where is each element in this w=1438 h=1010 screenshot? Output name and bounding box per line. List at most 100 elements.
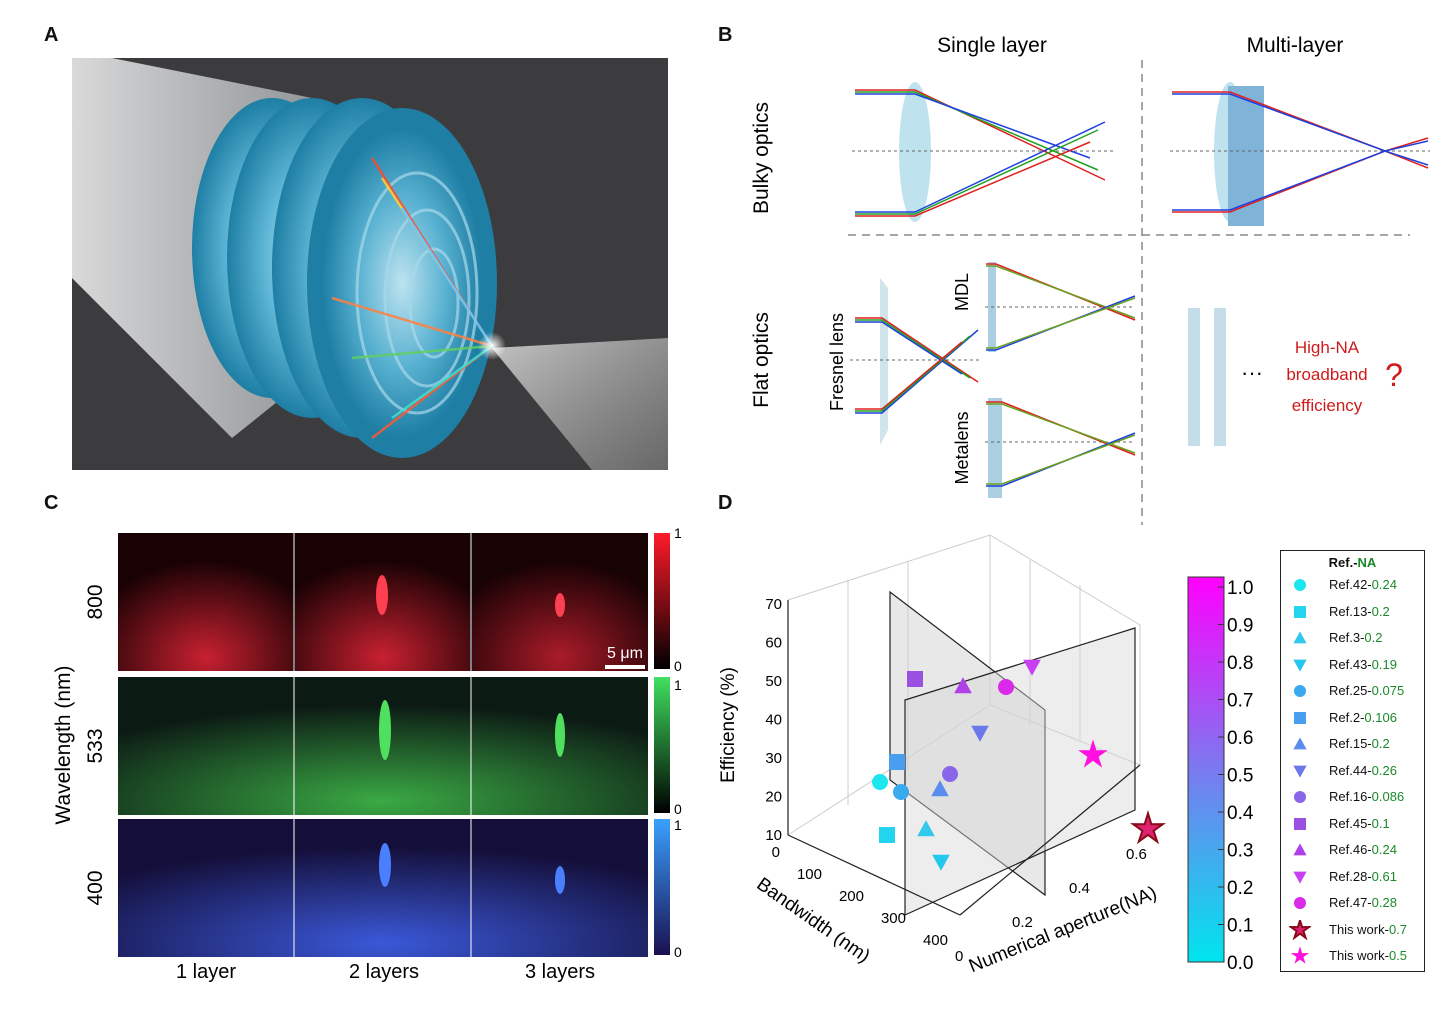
cbar-red-max: 1 <box>674 525 682 541</box>
col-label-2-layers: 2 layers <box>349 961 419 983</box>
field-intensity-maps: 5 μm 1 0 1 0 1 0 Wavelength (nm) 800 533… <box>52 525 682 983</box>
legend-item: Ref.42-0.24 <box>1289 575 1424 595</box>
z-tick-label: 40 <box>765 712 782 729</box>
data-point <box>893 784 909 800</box>
panel-label-b: B <box>718 24 733 46</box>
legend-ref: This work- <box>1329 921 1389 937</box>
wavelength-axis-label: Wavelength (nm) <box>52 665 75 824</box>
legend-label: Ref.2-0.106 <box>1329 710 1397 725</box>
legend-ref: Ref.42- <box>1329 577 1372 592</box>
data-point <box>971 725 989 742</box>
data-point <box>942 766 958 782</box>
legend-ref: Ref.47- <box>1329 895 1372 910</box>
colorbar-tick-label: 0.3 <box>1227 841 1253 862</box>
row-title-flat: Flat optics <box>750 312 773 408</box>
x-tick-label: 100 <box>797 866 822 883</box>
z-tick-label: 20 <box>765 789 782 806</box>
panel-label-c: C <box>44 492 59 514</box>
legend-label: Ref.47-0.28 <box>1329 895 1397 910</box>
legend-na: 0.2 <box>1364 630 1383 645</box>
legend-marker-shape <box>1289 919 1311 940</box>
data-point <box>954 677 972 694</box>
colorbar-tick-label: 0.8 <box>1227 653 1253 674</box>
z-tick-label: 30 <box>765 750 782 767</box>
legend-marker-shape <box>1293 737 1307 750</box>
legend-item: Ref.13-0.2 <box>1289 602 1424 622</box>
legend-title-ref: Ref.- <box>1328 555 1358 570</box>
legend-na: 0.24 <box>1371 842 1397 857</box>
legend-label: Ref.15-0.2 <box>1329 736 1390 751</box>
data-point <box>907 671 923 687</box>
row-label-800: 800 <box>84 584 107 619</box>
legend-marker <box>1294 579 1306 591</box>
data-point <box>1130 810 1166 845</box>
legend-marker-shape <box>1294 685 1306 697</box>
legend-na: 0.7 <box>1388 921 1408 937</box>
z-tick-label: 50 <box>765 673 782 690</box>
colorbar-tick-label: 0.5 <box>1227 766 1253 787</box>
legend-na: 0.5 <box>1388 948 1408 963</box>
legend-item: Ref.28-0.61 <box>1289 867 1424 887</box>
legend-marker <box>1293 765 1307 778</box>
legend-marker <box>1294 897 1306 909</box>
legend-item: Ref.44-0.26 <box>1289 761 1424 781</box>
legend-marker-shape <box>1294 817 1306 830</box>
panel-label-a: A <box>44 24 59 46</box>
legend-label: This work-0.5 <box>1329 948 1407 963</box>
legend-ref: Ref.15- <box>1329 736 1372 751</box>
legend-label: Ref.46-0.24 <box>1329 842 1397 857</box>
legend-item: Ref.2-0.106 <box>1289 708 1424 728</box>
legend-na: 0.075 <box>1371 683 1405 698</box>
legend-ref: This work- <box>1329 948 1389 963</box>
legend-item: This work-0.7 <box>1289 919 1424 940</box>
col-label-3-layers: 3 layers <box>525 961 595 983</box>
legend-marker-shape <box>1290 946 1310 964</box>
legend-item: This work-0.5 <box>1289 946 1424 966</box>
legend-item: Ref.47-0.28 <box>1289 893 1424 913</box>
legend-ref: Ref.25- <box>1329 683 1372 698</box>
legend-title-na: NA <box>1357 555 1377 570</box>
legend-label: Ref.45-0.1 <box>1329 816 1390 831</box>
cbar-red-min: 0 <box>674 658 682 674</box>
legend-label: Ref.16-0.086 <box>1329 789 1404 804</box>
y-tick-label: 0.2 <box>1012 914 1033 931</box>
y-tick-label: 0.4 <box>1069 880 1090 897</box>
cbar-green-max: 1 <box>674 677 682 693</box>
col-label-1-layer: 1 layer <box>176 961 236 983</box>
colorbar-tick-label: 0.1 <box>1227 916 1253 937</box>
x-tick-label: 0 <box>772 844 780 861</box>
legend-na: 0.24 <box>1371 577 1397 592</box>
colorbar-tick-label: 0.4 <box>1227 803 1254 824</box>
legend-item: Ref.3-0.2 <box>1289 628 1424 648</box>
legend-item: Ref.46-0.24 <box>1289 840 1424 860</box>
legend-marker <box>1293 737 1307 750</box>
legend-label: Ref.43-0.19 <box>1329 657 1397 672</box>
legend-marker-shape <box>1293 631 1307 644</box>
z-tick-label: 60 <box>765 635 782 652</box>
y-tick-label: 0.6 <box>1126 846 1147 863</box>
legend-na: 0.2 <box>1371 603 1390 619</box>
legend-item: Ref.25-0.075 <box>1289 681 1424 701</box>
label-fresnel-lens: Fresnel lens <box>827 313 847 411</box>
legend-na: 0.61 <box>1371 868 1397 884</box>
legend-marker <box>1294 817 1306 830</box>
data-point <box>1078 739 1108 768</box>
legend-title: Ref.-NA <box>1281 555 1424 570</box>
question-line-2: broadband <box>1286 365 1367 384</box>
legend-ref: Ref.45- <box>1329 815 1372 831</box>
legend-ref: Ref.3- <box>1329 630 1365 645</box>
row-title-bulky: Bulky optics <box>750 102 773 214</box>
data-point <box>872 774 888 790</box>
legend-label: Ref.42-0.24 <box>1329 577 1397 592</box>
legend-na: 0.2 <box>1371 736 1390 751</box>
legend-marker <box>1290 946 1310 964</box>
legend-marker <box>1294 791 1306 803</box>
legend-item: Ref.15-0.2 <box>1289 734 1424 754</box>
cbar-blue-max: 1 <box>674 817 682 833</box>
data-point <box>998 679 1014 695</box>
label-mdl: MDL <box>952 273 972 311</box>
legend-marker <box>1294 605 1306 618</box>
legend-item: Ref.43-0.19 <box>1289 655 1424 675</box>
